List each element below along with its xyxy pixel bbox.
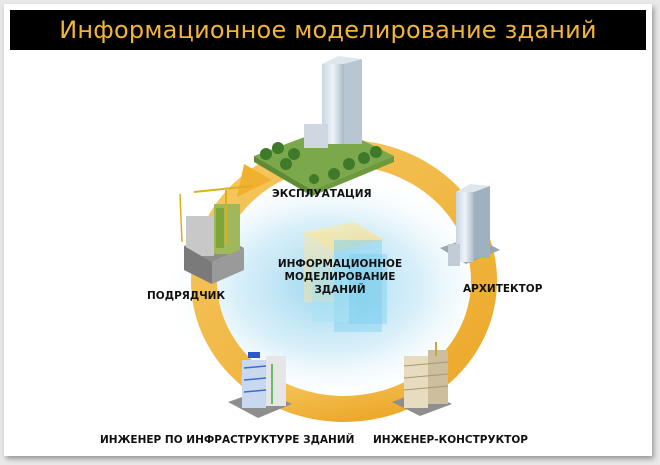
structural-building-icon bbox=[392, 342, 452, 416]
stage-architect-label: АРХИТЕКТОР bbox=[463, 283, 543, 295]
bim-cycle-diagram bbox=[159, 56, 500, 422]
stage-contractor-label: ПОДРЯДЧИК bbox=[147, 290, 226, 302]
stage-infrastructure-label: ИНЖЕНЕР ПО ИНФРАСТРУКТУРЕ ЗДАНИЙ bbox=[100, 434, 355, 446]
center-label-line2: МОДЕЛИРОВАНИЕ bbox=[284, 271, 396, 283]
contractor-building-icon bbox=[179, 185, 253, 284]
cycle-arrow-head bbox=[237, 164, 272, 197]
page-title: Информационное моделирование зданий bbox=[59, 16, 597, 44]
center-label-line3: ЗДАНИЙ bbox=[314, 284, 366, 296]
stage-structural-label: ИНЖЕНЕР-КОНСТРУКТОР bbox=[373, 434, 528, 446]
center-label-line1: ИНФОРМАЦИОННОЕ bbox=[277, 258, 403, 270]
slide: Информационное моделирование зданий bbox=[4, 4, 652, 456]
title-bar: Информационное моделирование зданий bbox=[10, 10, 646, 50]
infrastructure-building-icon bbox=[228, 352, 292, 418]
stage-operation-label: ЭКСПЛУАТАЦИЯ bbox=[272, 188, 372, 200]
center-model-icon bbox=[304, 222, 387, 332]
architect-building-icon bbox=[440, 184, 500, 266]
center-glow bbox=[159, 169, 499, 405]
operation-building-icon bbox=[254, 56, 394, 196]
center-label: ИНФОРМАЦИОННОЕ МОДЕЛИРОВАНИЕ ЗДАНИЙ bbox=[269, 258, 411, 297]
